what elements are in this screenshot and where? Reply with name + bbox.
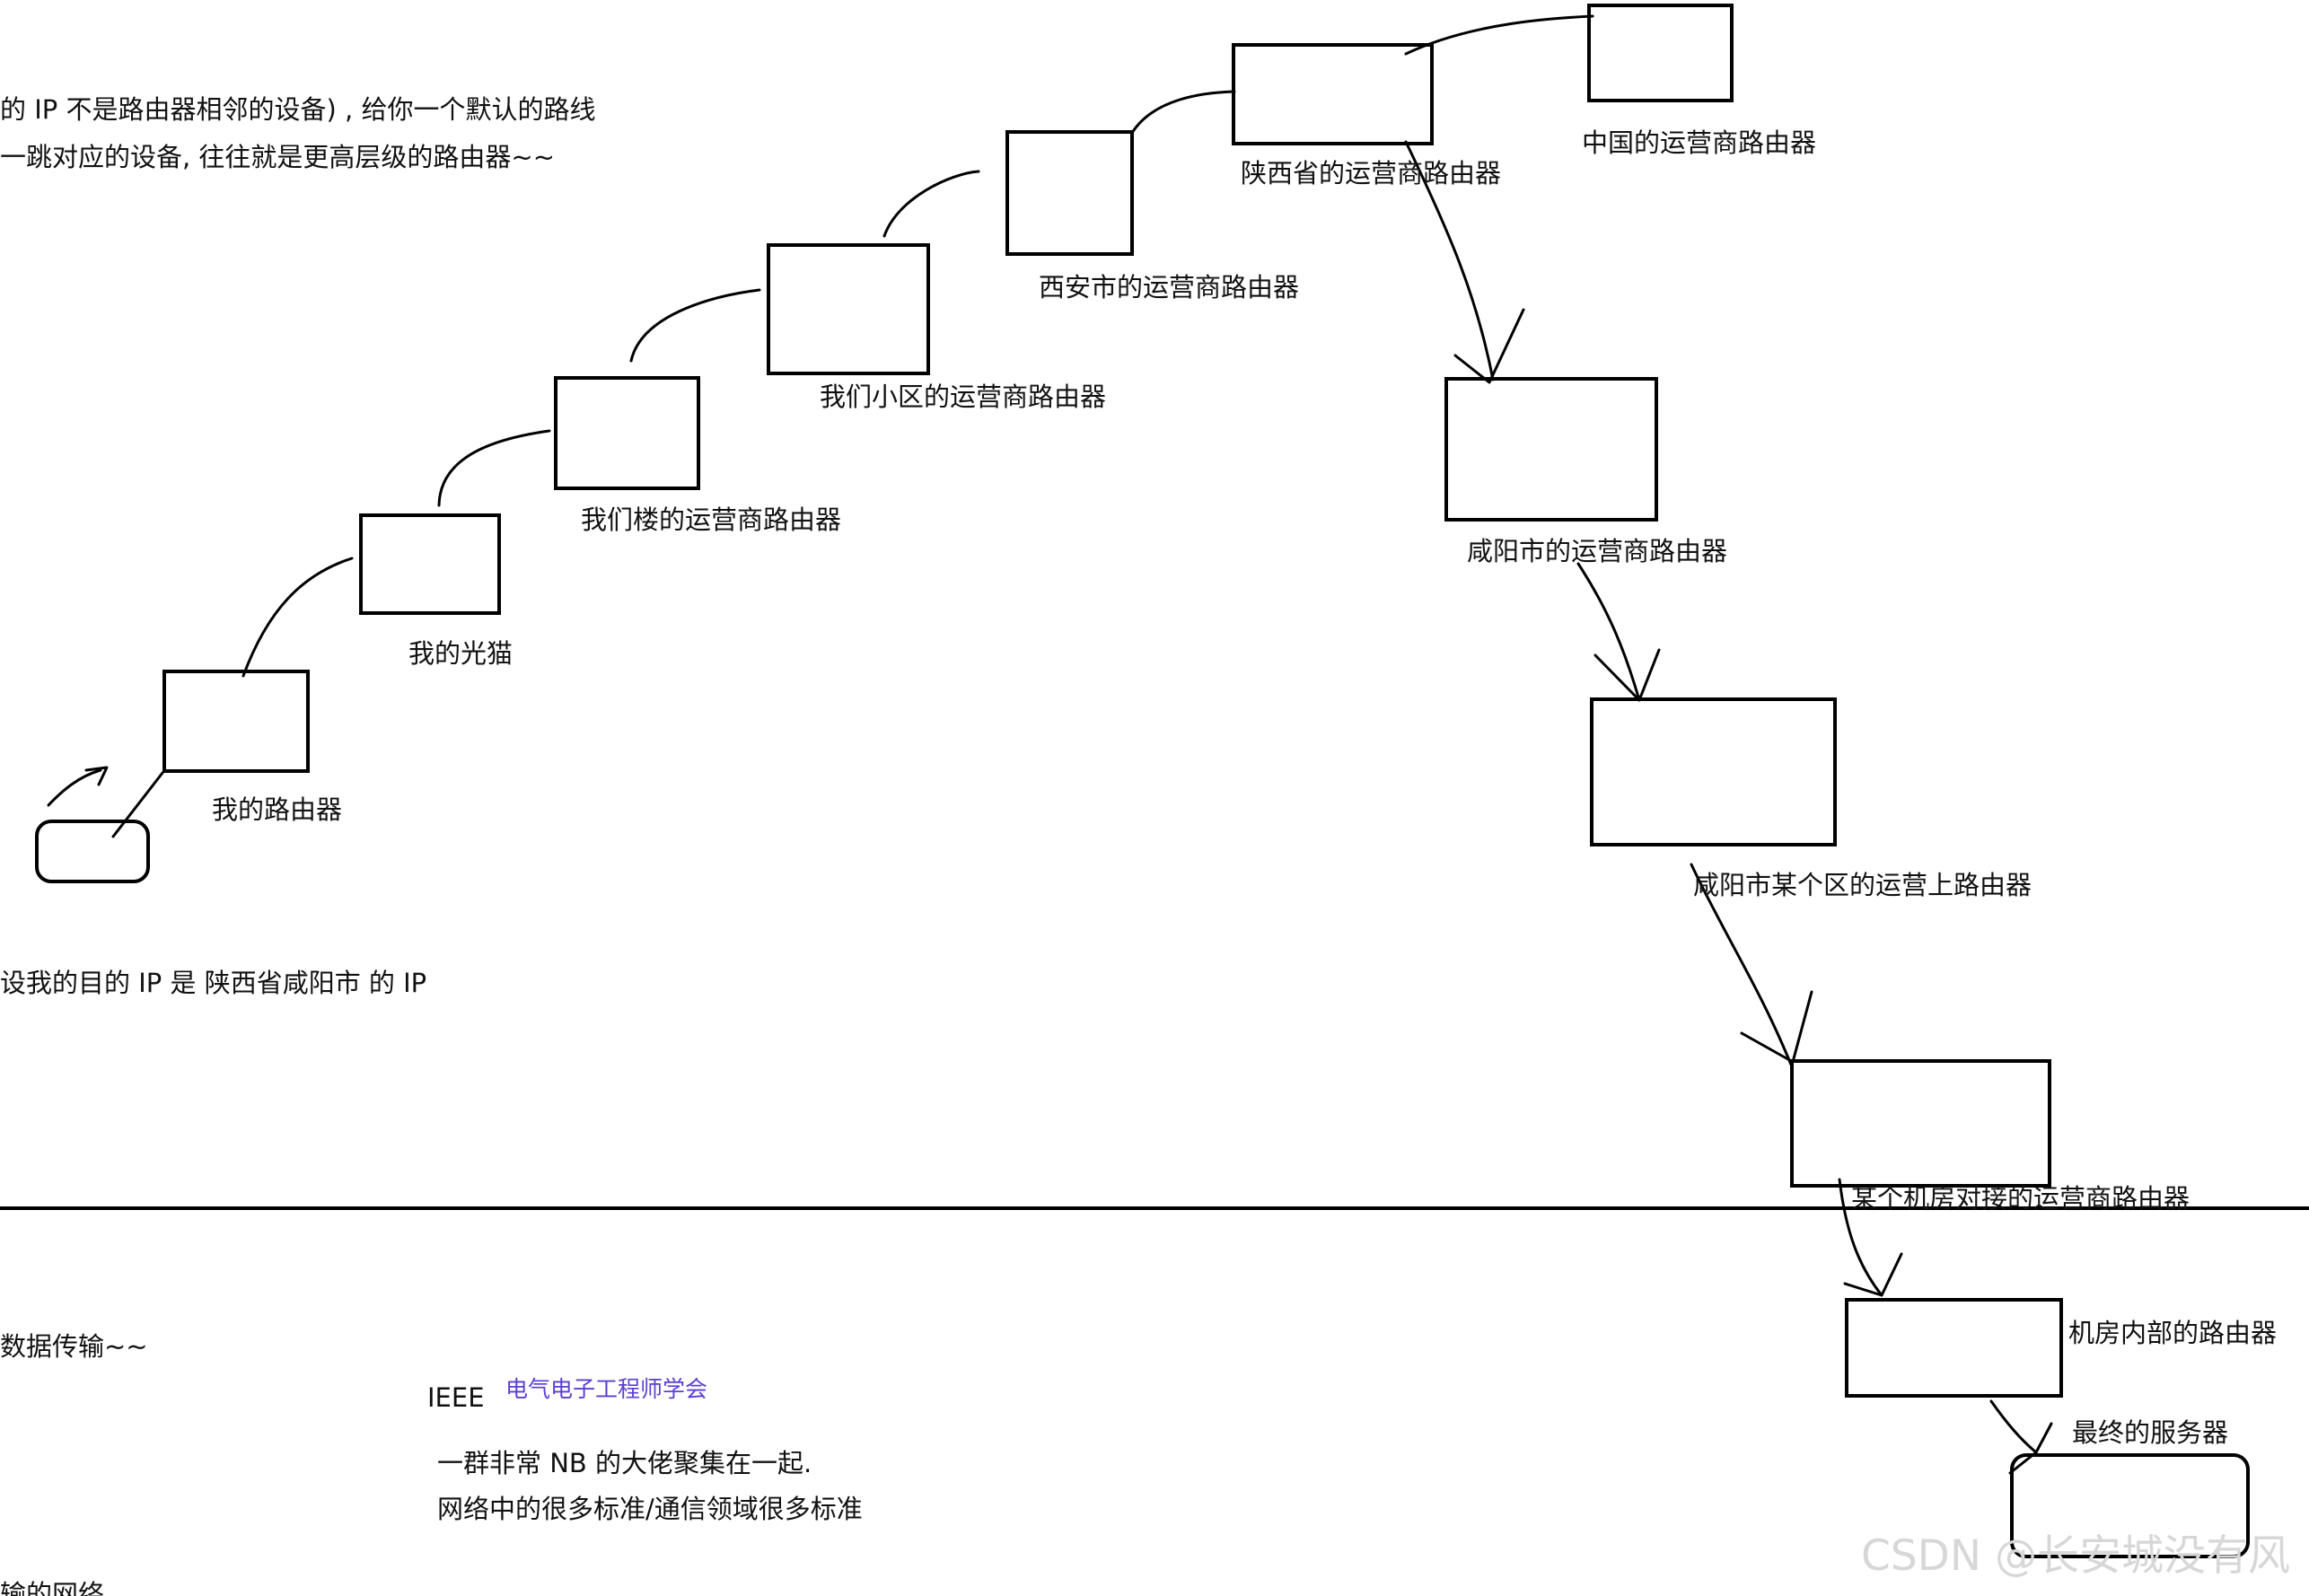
router-box-neighborhood bbox=[767, 243, 930, 375]
arrow-datacenter-to-internal-head bbox=[1843, 1252, 1903, 1297]
note-default-route-line2: 一跳对应的设备, 往往就是更高层级的路由器~~ bbox=[0, 142, 556, 172]
label-neighborhood-router: 我们小区的运营商路由器 bbox=[820, 381, 1107, 412]
arrow-neighborhood-to-xian bbox=[629, 288, 761, 363]
label-china-router: 中国的运营商路由器 bbox=[1582, 127, 1817, 158]
label-shaanxi-router: 陕西省的运营商路由器 bbox=[1241, 158, 1502, 189]
arrow-district-to-datacenter-head bbox=[1740, 990, 1813, 1064]
arrow-start-to-router-head bbox=[84, 766, 109, 786]
arrow-router-to-modem bbox=[111, 771, 164, 838]
router-box-shaanxi bbox=[1232, 43, 1434, 145]
arrow-china-top bbox=[1404, 14, 1594, 56]
router-box-my-router bbox=[162, 670, 310, 773]
start-device-box bbox=[35, 820, 150, 883]
router-box-xianyang-district bbox=[1590, 697, 1837, 846]
arrow-shaanxi-to-xianyang bbox=[1404, 140, 1495, 381]
arrow-building-to-neighborhood bbox=[437, 429, 551, 507]
assumption-note: 设我的目的 IP 是 陕西省咸阳市 的 IP bbox=[0, 968, 427, 998]
arrow-start-to-router bbox=[47, 768, 102, 807]
arrow-shaanxi-to-china bbox=[1130, 90, 1236, 135]
label-xian-router: 西安市的运营商路由器 bbox=[1039, 272, 1300, 303]
csdn-watermark: CSDN @长安城没有风 bbox=[1861, 1531, 2290, 1581]
label-modem: 我的光猫 bbox=[408, 638, 514, 669]
router-box-xian bbox=[1005, 130, 1134, 256]
ieee-description-line2: 网络中的很多标准/通信领域很多标准 bbox=[437, 1494, 863, 1524]
arrow-modem-to-building bbox=[241, 557, 354, 678]
label-my-router: 我的路由器 bbox=[212, 794, 343, 825]
ieee-chinese-label: 电气电子工程师学会 bbox=[505, 1376, 708, 1402]
arrow-internal-to-server bbox=[1989, 1399, 2038, 1454]
router-box-modem bbox=[359, 513, 501, 615]
router-box-china bbox=[1587, 4, 1734, 102]
router-box-xianyang bbox=[1444, 377, 1658, 522]
final-server-box bbox=[2010, 1453, 2250, 1558]
arrow-xianyang-to-district bbox=[1576, 562, 1641, 702]
label-datacenter-edge-router: 某个机房对接的运营商路由器 bbox=[1851, 1183, 2190, 1214]
note-default-route-line1: 的 IP 不是路由器相邻的设备) , 给你一个默认的路线 bbox=[0, 94, 596, 125]
router-box-building bbox=[554, 376, 700, 490]
label-building-router: 我们楼的运营商路由器 bbox=[581, 504, 842, 535]
ieee-label: IEEE bbox=[427, 1382, 485, 1413]
label-datacenter-internal-router: 机房内部的路由器 bbox=[2068, 1318, 2278, 1348]
label-xianyang-district-router: 咸阳市某个区的运营上路由器 bbox=[1693, 870, 2032, 900]
arrow-xianyang-to-district-head bbox=[1593, 648, 1661, 702]
data-transfer-note: 数据传输~~ bbox=[0, 1331, 148, 1362]
label-final-server: 最终的服务器 bbox=[2072, 1417, 2229, 1448]
bottom-partial-note: 输的网络 bbox=[0, 1579, 105, 1596]
arrow-shaanxi-to-xianyang-head bbox=[1453, 308, 1525, 384]
ieee-description-line1: 一群非常 NB 的大佬聚集在一起. bbox=[437, 1448, 812, 1478]
arrow-xian-to-shaanxi bbox=[882, 170, 980, 238]
label-xianyang-router: 咸阳市的运营商路由器 bbox=[1467, 536, 1728, 566]
router-box-datacenter-internal bbox=[1845, 1298, 2063, 1398]
arrow-district-to-datacenter bbox=[1690, 863, 1793, 1066]
router-box-datacenter-edge bbox=[1790, 1059, 2051, 1188]
arrow-datacenter-to-internal bbox=[1838, 1178, 1883, 1297]
